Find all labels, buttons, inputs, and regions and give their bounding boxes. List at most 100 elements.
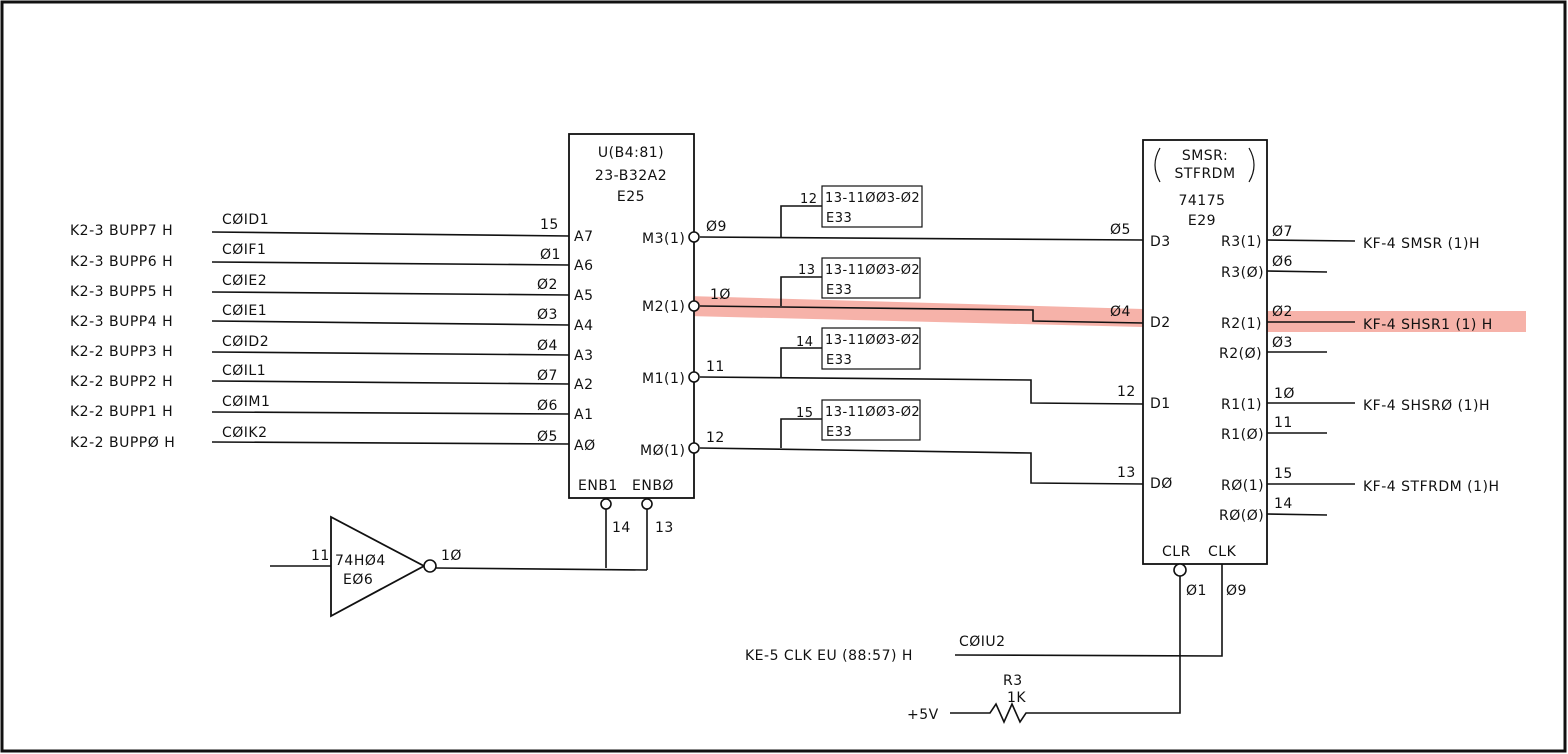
pin-name-a7: A7 [574, 229, 593, 245]
clk-pin: Ø9 [1226, 583, 1247, 599]
d-name-d3: D3 [1150, 234, 1171, 250]
inverter-output-wire [435, 567, 648, 571]
pullup-m0: 15 13-11ØØ3-Ø2 E33 [780, 399, 921, 448]
d-name-d0: DØ [1150, 476, 1173, 492]
mux-part: 23-B32A2 [595, 168, 667, 184]
input-pin-a4: Ø3 [537, 307, 558, 323]
resistor-ref: R3 [1003, 673, 1023, 689]
supply-label: +5V [907, 707, 939, 723]
q-output-r1-1: R1(1) 1Ø KF-4 SHSRØ (1)H [1221, 386, 1490, 414]
q-signal-r3-1: KF-4 SMSR (1)H [1363, 236, 1480, 252]
flipflop-ref-line1: SMSR: [1182, 148, 1228, 164]
clk-name: CLK [1208, 544, 1237, 560]
pullup-m3: 12 13-11ØØ3-Ø2 E33 [780, 185, 923, 237]
resistor-r3 [950, 576, 1181, 724]
input-net-a5: CØIE2 [222, 273, 267, 289]
mux-input-a1: K2-2 BUPP1 H CØIM1 Ø6 A1 [70, 394, 593, 423]
output-pin-m1: 11 [706, 359, 725, 375]
pullup-part-m0: 13-11ØØ3-Ø2 [825, 405, 920, 420]
pin-name-a3: A3 [574, 348, 593, 364]
enable-name-enb1: ENB1 [578, 478, 618, 494]
output-pin-m0: 12 [706, 430, 725, 446]
mux-ref: U(B4:81) [598, 145, 664, 161]
inverter-loc: EØ6 [343, 572, 373, 588]
output-bubble-m1 [688, 371, 700, 383]
q-name-r1-1: R1(1) [1221, 397, 1262, 413]
pullup-loc-m0: E33 [826, 425, 852, 440]
clr-bubble [1173, 563, 1187, 577]
input-signal-a6: K2-3 BUPP6 H [70, 254, 173, 270]
q-signal-r2-1: KF-4 SHSR1 (1) H [1363, 317, 1493, 333]
input-signal-a3: K2-2 BUPP3 H [70, 344, 173, 360]
mux-input-a3: K2-2 BUPP3 H CØID2 Ø4 A3 [70, 334, 593, 364]
net-m2-d2 [699, 305, 1144, 324]
net-m3-d3 [699, 236, 1144, 241]
input-pin-a2: Ø7 [537, 368, 558, 384]
q-name-r3-0: R3(Ø) [1221, 265, 1264, 281]
input-pin-a1: Ø6 [537, 398, 558, 414]
q-output-r3-1: R3(1) Ø7 KF-4 SMSR (1)H [1221, 224, 1480, 252]
output-name-m3: M3(1) [642, 231, 685, 247]
net-m0-d0 [699, 447, 1144, 485]
q-name-r0-0: RØ(Ø) [1219, 508, 1264, 524]
output-bubble-m2 [688, 300, 700, 312]
inverter-part: 74HØ4 [335, 553, 386, 569]
input-pin-a6: Ø1 [540, 247, 561, 263]
pullup-part-m1: 13-11ØØ3-Ø2 [825, 333, 920, 348]
clock-wire [954, 564, 1223, 657]
input-net-a6: CØIF1 [222, 242, 266, 258]
pullup-pin-m1: 14 [796, 335, 814, 350]
q-output-r0-0: RØ(Ø) 14 [1219, 496, 1328, 524]
q-pin-r0-0: 14 [1274, 496, 1293, 512]
pullup-m1: 14 13-11ØØ3-Ø2 E33 [780, 327, 921, 377]
output-pin-m3: Ø9 [706, 219, 727, 235]
d-name-d2: D2 [1150, 315, 1171, 331]
mux-e25-body [568, 133, 695, 499]
trace-highlight-m2-d2 [688, 296, 1143, 327]
q-signal-r1-1: KF-4 SHSRØ (1)H [1363, 398, 1490, 414]
input-signal-a7: K2-3 BUPP7 H [70, 223, 173, 239]
q-pin-r3-1: Ø7 [1272, 224, 1293, 240]
q-output-r2-0: R2(Ø) Ø3 [1219, 335, 1327, 362]
input-net-a0: CØIK2 [222, 425, 268, 441]
enable-bubble-enb0 [641, 498, 653, 510]
q-name-r0-1: RØ(1) [1221, 478, 1264, 494]
mux-loc: E25 [617, 189, 645, 205]
inverter-in-pin: 11 [311, 548, 330, 564]
clr-pin: Ø1 [1186, 583, 1207, 599]
q-output-r3-0: R3(Ø) Ø6 [1221, 254, 1328, 281]
flipflop-ref-line2: STFRDM [1174, 166, 1235, 182]
input-signal-a5: K2-3 BUPP5 H [70, 284, 173, 300]
pullup-part-m3: 13-11ØØ3-Ø2 [825, 191, 920, 206]
input-signal-a4: K2-3 BUPP4 H [70, 314, 173, 330]
input-net-a4: CØIE1 [222, 303, 267, 319]
mux-input-a0: K2-2 BUPPØ H CØIK2 Ø5 AØ [70, 425, 596, 454]
input-signal-a1: K2-2 BUPP1 H [70, 404, 173, 420]
pullup-loc-m2: E33 [826, 283, 852, 298]
pullup-pin-m3: 12 [800, 192, 818, 207]
mux-input-a7: K2-3 BUPP7 H CØID1 15 A7 [70, 212, 593, 245]
pullup-loc-m1: E33 [826, 353, 852, 368]
input-net-a3: CØID2 [222, 334, 269, 350]
enable-bubble-enb1 [600, 498, 612, 510]
highlight-layer [688, 296, 1526, 332]
q-output-r0-1: RØ(1) 15 KF-4 STFRDM (1)H [1221, 466, 1499, 495]
pin-name-a0: AØ [574, 438, 596, 454]
ref-paren-left [1154, 147, 1161, 183]
output-name-m0: MØ(1) [640, 443, 685, 459]
input-signal-a2: K2-2 BUPP2 H [70, 374, 173, 390]
inverter-out-pin: 1Ø [441, 548, 462, 564]
q-pin-r1-0: 11 [1274, 415, 1293, 431]
d-pin-d0: 13 [1117, 465, 1136, 481]
mux-input-a4: K2-3 BUPP4 H CØIE1 Ø3 A4 [70, 303, 593, 334]
resistor-value: 1K [1007, 690, 1026, 706]
flipflop-part: 74175 [1178, 193, 1225, 209]
q-pin-r1-1: 1Ø [1274, 386, 1295, 402]
q-output-r1-0: R1(Ø) 11 [1221, 415, 1327, 443]
pin-name-a1: A1 [574, 407, 593, 423]
enable-pin-enb1: 14 [612, 520, 631, 536]
input-net-a2: CØIL1 [222, 363, 266, 379]
output-bubble-m0 [688, 442, 700, 454]
enable-pin-enb0: 13 [655, 520, 674, 536]
